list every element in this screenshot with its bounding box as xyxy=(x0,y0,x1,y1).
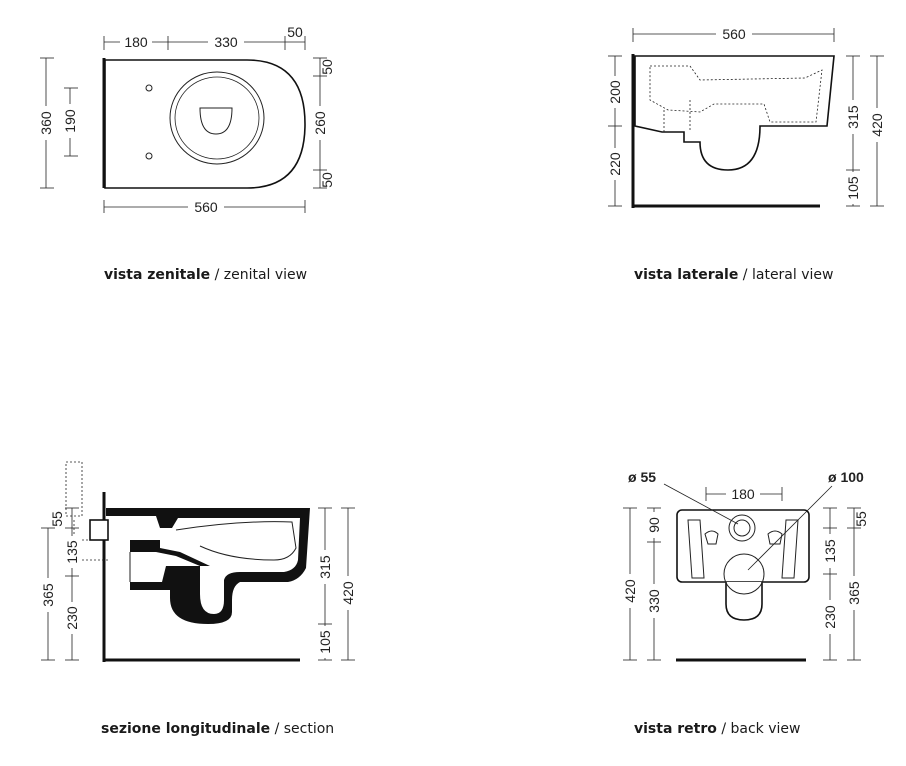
dim-mask xyxy=(188,199,224,215)
top-view-dim-260: 260 xyxy=(312,111,328,135)
dim-mask xyxy=(846,576,862,610)
dim-mask xyxy=(726,486,760,502)
lateral-view-dim-420: 420 xyxy=(869,113,885,137)
dim-mask xyxy=(340,576,356,610)
back-view-inlet xyxy=(733,519,751,537)
back-view-dim-90: 90 xyxy=(646,517,662,533)
back-view-outlet xyxy=(723,553,765,595)
back-view-dim-420: 420 xyxy=(622,579,638,603)
top-view-dim-360: 360 xyxy=(38,111,54,135)
lateral-view-dim-105: 105 xyxy=(845,176,861,200)
back-view-dim-230: 230 xyxy=(822,605,838,629)
back-view-outlet-spigot xyxy=(725,582,763,621)
top-view-caption: vista zenitale / zenital view xyxy=(104,267,307,283)
section-view-dim-230: 230 xyxy=(64,606,80,630)
lateral-view-caption: vista laterale / lateral view xyxy=(634,267,833,283)
dim-mask xyxy=(646,512,662,538)
dim-mask xyxy=(845,172,861,204)
back-view-dim-dia55: ø 55 xyxy=(628,469,656,485)
back-view-slot-left xyxy=(687,519,705,579)
lateral-view-dim-560: 560 xyxy=(722,26,746,42)
dim-mask xyxy=(64,536,80,568)
back-view-dim-330: 330 xyxy=(646,589,662,613)
section-view-inlet-connector xyxy=(89,519,109,541)
dim-mask xyxy=(646,584,662,618)
dim-mask xyxy=(716,26,752,42)
back-view-plate xyxy=(676,509,810,583)
dim-mask xyxy=(607,148,623,180)
top-view-seat-inner xyxy=(174,76,260,160)
dim-mask xyxy=(622,574,638,608)
section-view-dim-365: 365 xyxy=(40,583,56,607)
back-view-leader-dia55 xyxy=(663,483,739,525)
section-view-dim-105: 105 xyxy=(317,630,333,654)
dim-mask xyxy=(607,76,623,108)
dim-mask xyxy=(317,626,333,658)
lateral-view: 560 200 220 315 105 420 vista laterale /… xyxy=(607,26,885,283)
dim-mask xyxy=(822,600,838,634)
lateral-view-dim-315: 315 xyxy=(845,105,861,129)
section-view-dim-135: 135 xyxy=(64,540,80,564)
lateral-view-dim-200: 200 xyxy=(607,80,623,104)
lateral-view-dim-220: 220 xyxy=(607,152,623,176)
top-view-dim-50-right-top: 50 xyxy=(319,59,335,75)
dim-mask xyxy=(845,100,861,134)
back-view-caption: vista retro / back view xyxy=(634,721,800,737)
lateral-view-body xyxy=(634,55,835,171)
top-view-fixing-hole-bottom xyxy=(145,152,153,160)
back-view-dim-180: 180 xyxy=(731,486,755,502)
top-view-fixing-hole-top xyxy=(145,84,153,92)
section-view-dim-315: 315 xyxy=(317,555,333,579)
dim-mask xyxy=(869,108,885,142)
dim-mask xyxy=(38,106,54,140)
dim-mask xyxy=(822,534,838,568)
back-view-bolt-left xyxy=(704,530,719,545)
top-view-bowl-outline xyxy=(104,59,306,189)
dim-mask xyxy=(312,106,328,140)
section-view-hidden-pipe xyxy=(65,461,83,517)
top-view: 180 330 50 560 360 190 50 260 50 vista xyxy=(38,24,335,283)
back-view-dim-135: 135 xyxy=(822,539,838,563)
section-view-caption: sezione longitudinale / section xyxy=(101,721,334,737)
dim-mask xyxy=(208,34,244,50)
back-view-dim-365: 365 xyxy=(846,581,862,605)
lateral-view-hidden-outlet xyxy=(663,100,691,132)
dim-mask xyxy=(120,34,152,50)
top-view-seat-ring xyxy=(169,71,265,165)
back-view-leader-dia100 xyxy=(747,485,833,571)
top-view-drain-hole xyxy=(199,107,233,135)
section-view-bowl-inner xyxy=(175,521,297,561)
back-view-dim-dia100: ø 100 xyxy=(828,469,864,485)
back-view-inlet-outer xyxy=(728,514,756,542)
section-view: 365 55 135 230 315 105 420 sezione longi… xyxy=(40,461,356,737)
back-view-dim-55: 55 xyxy=(853,511,869,527)
top-view-dim-50-right-bottom: 50 xyxy=(319,172,335,188)
back-view: ø 55 ø 100 180 420 90 330 135 230 xyxy=(622,469,869,737)
back-view-bolt-right xyxy=(767,530,783,545)
dim-mask xyxy=(62,104,78,138)
dim-mask xyxy=(64,602,80,634)
top-view-dim-50-top: 50 xyxy=(287,24,303,40)
lateral-view-hidden-trap xyxy=(649,65,823,123)
top-view-dim-330: 330 xyxy=(214,34,238,50)
dim-mask xyxy=(317,550,333,584)
top-view-dim-180: 180 xyxy=(124,34,148,50)
top-view-dim-560: 560 xyxy=(194,199,218,215)
section-view-dim-55: 55 xyxy=(49,511,65,527)
top-view-dim-190: 190 xyxy=(62,109,78,133)
section-view-dim-420: 420 xyxy=(340,581,356,605)
section-view-rim-channel xyxy=(130,540,210,566)
back-view-slot-right xyxy=(781,519,799,579)
dim-mask xyxy=(40,578,56,612)
